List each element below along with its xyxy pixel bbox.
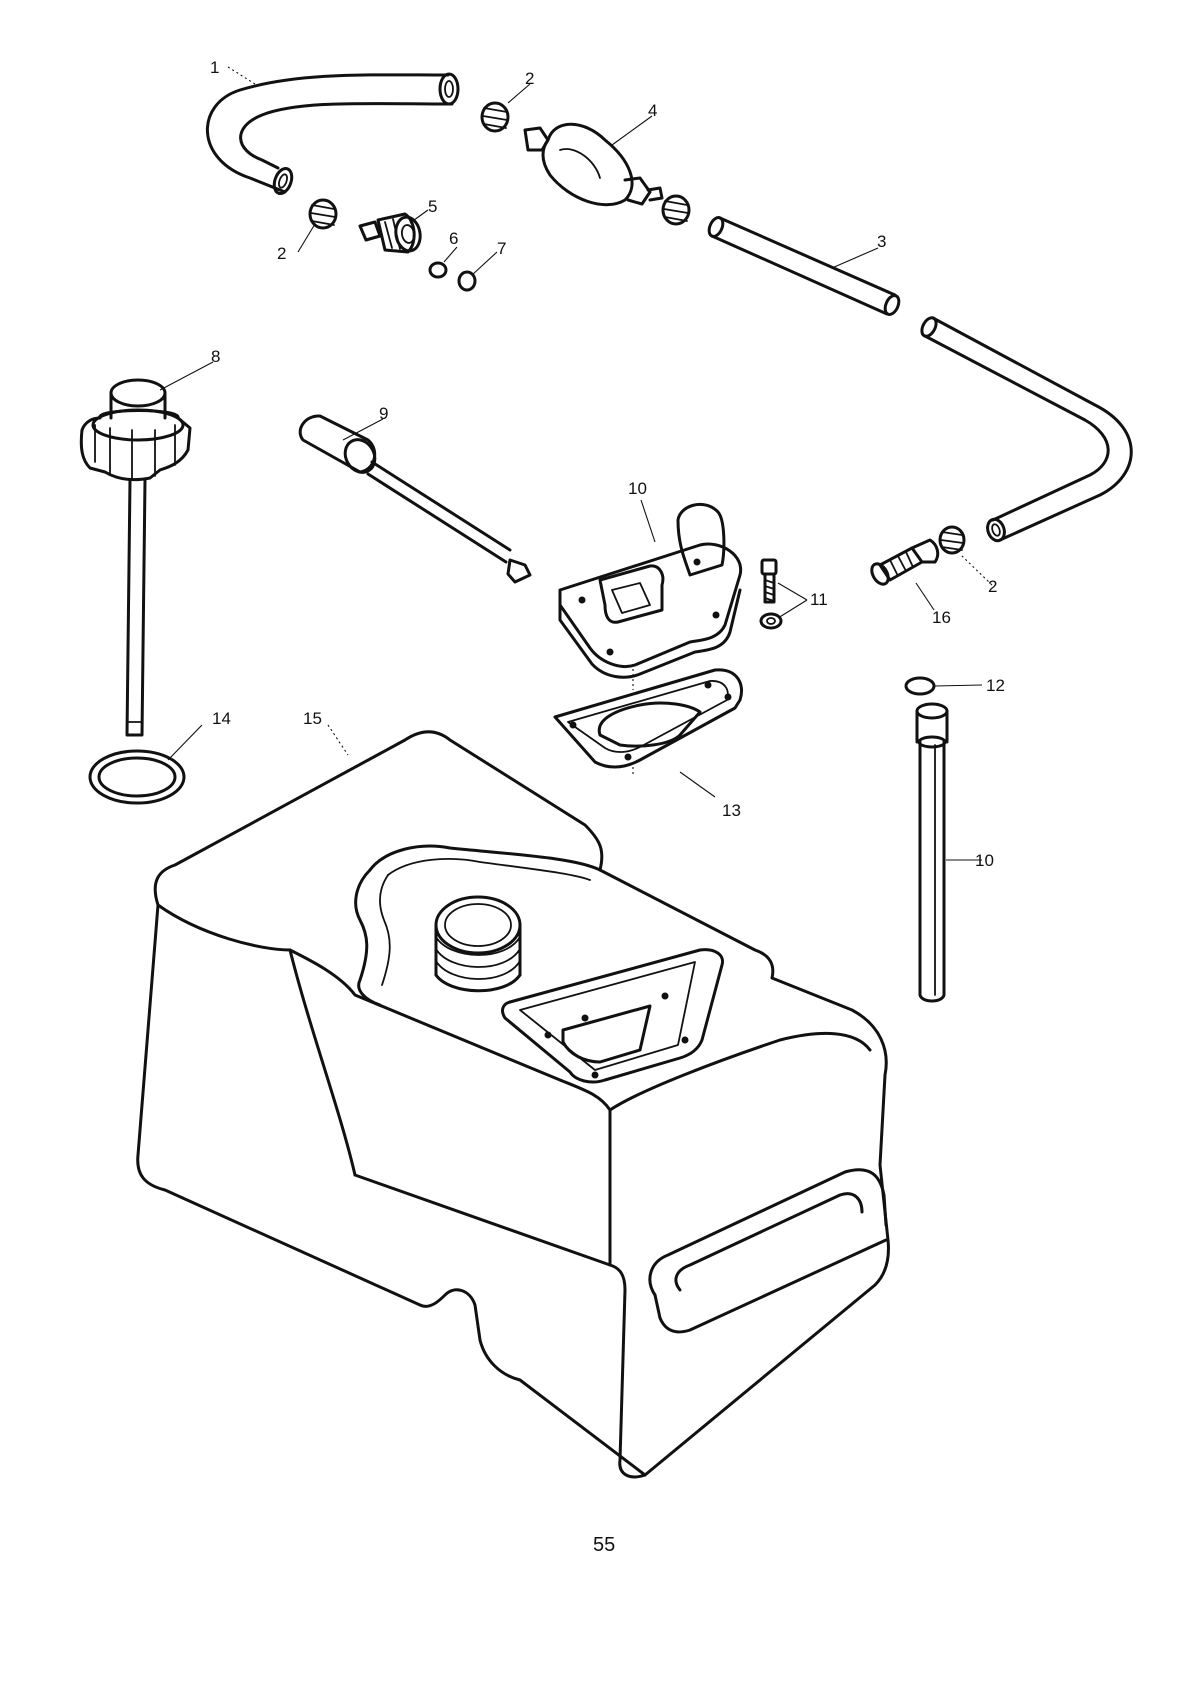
callout-13: 13	[722, 801, 741, 820]
callout-9: 9	[379, 404, 388, 423]
hose-clamp-2-top	[480, 101, 510, 133]
callout-2-top: 2	[525, 69, 534, 88]
callout-labels: 1 2 4 5 2 6 7 3 8 9 10 11 2 16 12 14 15 …	[210, 58, 1005, 870]
leader-lines	[159, 66, 993, 861]
callout-10-tube: 10	[975, 851, 994, 870]
callout-10-plate: 10	[628, 479, 647, 498]
o-ring-12	[904, 676, 936, 696]
callout-14: 14	[212, 709, 231, 728]
callout-12: 12	[986, 676, 1005, 695]
fuel-tank-15	[136, 730, 890, 1479]
fuel-hose-3	[707, 216, 1133, 543]
sender-plate-10	[558, 502, 743, 679]
fill-cap-8	[79, 378, 192, 737]
hose-clamp-2-mid	[661, 194, 691, 226]
callout-1: 1	[210, 58, 219, 77]
sender-gasket-13	[553, 668, 743, 769]
fuel-connector-5	[358, 212, 422, 254]
cap-gasket-14	[88, 749, 186, 805]
callout-15: 15	[303, 709, 322, 728]
callout-3: 3	[877, 232, 886, 251]
callout-2-right: 2	[988, 577, 997, 596]
hose-clamp-2-right	[938, 525, 966, 555]
page-number: 55	[593, 1534, 615, 1556]
callout-6: 6	[449, 229, 458, 248]
callout-5: 5	[428, 197, 437, 216]
hose-fitting-16	[870, 538, 940, 586]
callout-11: 11	[810, 590, 828, 609]
o-ring-7	[457, 270, 477, 292]
callout-16: 16	[932, 608, 951, 627]
pickup-tube-10	[915, 702, 949, 1003]
callout-2-left: 2	[277, 244, 286, 263]
screw-washer-11	[759, 558, 783, 630]
fuel-hose-1	[205, 72, 460, 196]
primer-bulb-4	[523, 122, 664, 207]
o-ring-6	[428, 261, 448, 279]
callout-7: 7	[497, 239, 506, 258]
float-rod-9	[298, 414, 532, 584]
hose-clamp-2-left	[308, 198, 338, 230]
callout-8: 8	[211, 347, 220, 366]
callout-4: 4	[648, 101, 657, 120]
